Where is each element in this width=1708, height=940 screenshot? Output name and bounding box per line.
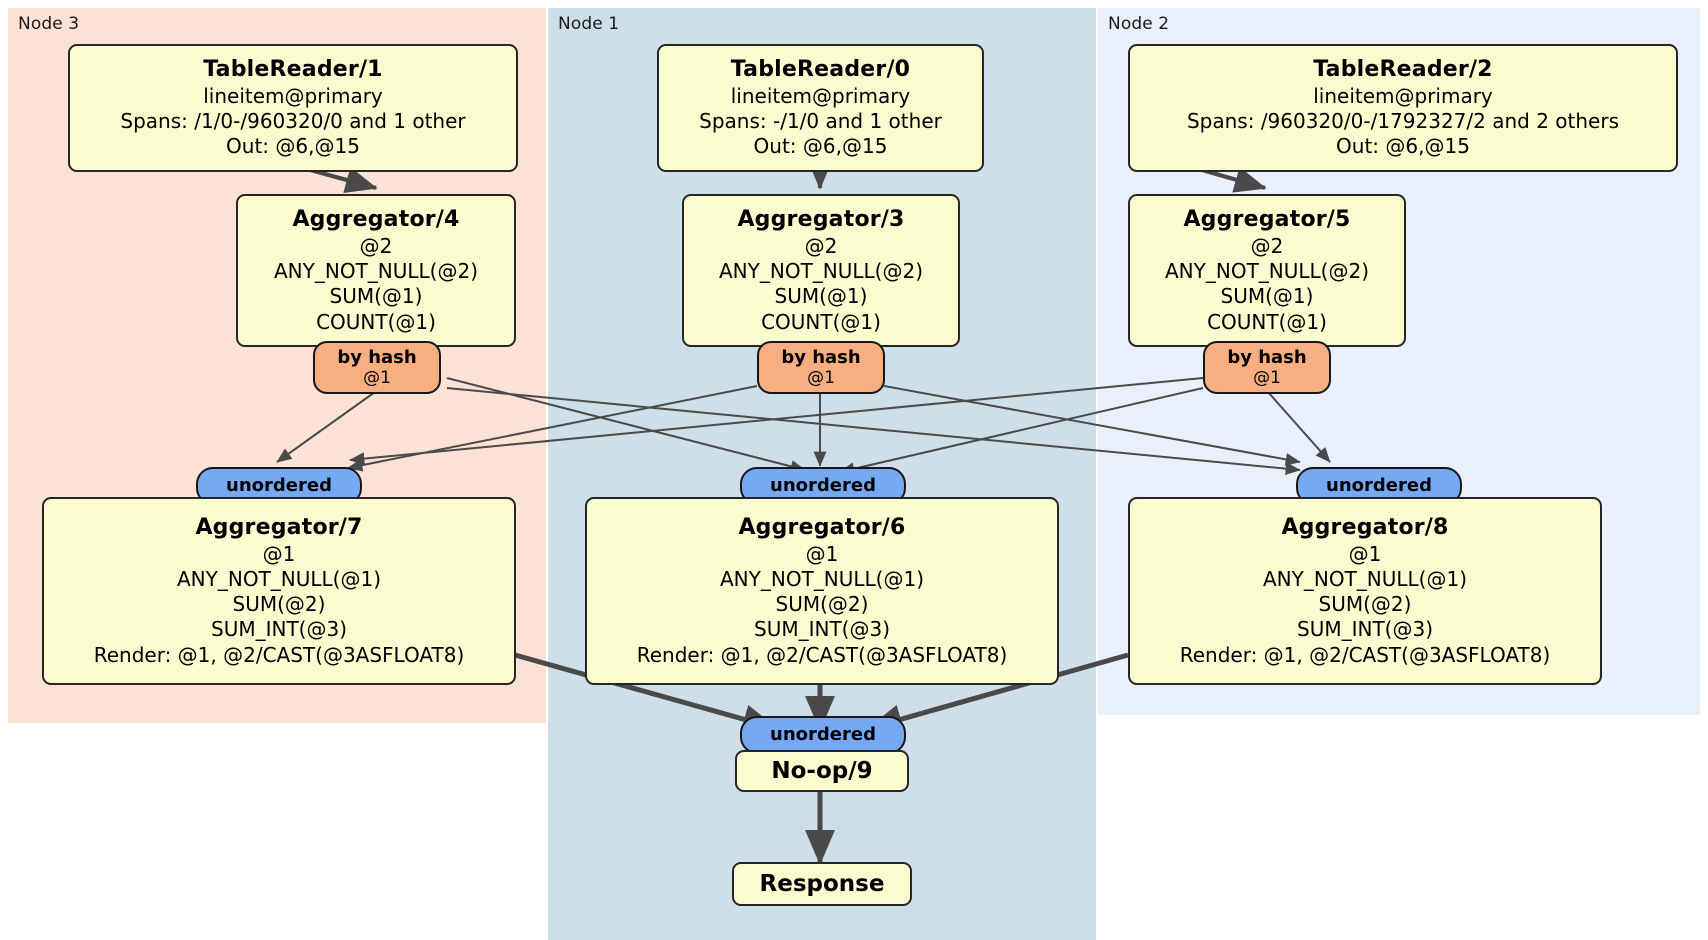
processor-detail: Out: @6,@15: [226, 134, 360, 159]
processor-detail: SUM(@1): [774, 284, 868, 309]
processor-title: Response: [759, 871, 885, 897]
processor-detail: COUNT(@1): [316, 309, 436, 334]
processor-title: No-op/9: [771, 758, 873, 784]
processor-detail: Render: @1, @2/CAST(@3ASFLOAT8): [93, 642, 465, 667]
processor-detail: SUM_INT(@3): [754, 617, 890, 642]
router-by-hash-center[interactable]: by hash @1: [757, 341, 885, 394]
processor-detail: SUM_INT(@3): [1297, 617, 1433, 642]
processor-detail: lineitem@primary: [203, 84, 383, 109]
processor-detail: SUM_INT(@3): [211, 617, 347, 642]
processor-no-op-9[interactable]: No-op/9: [735, 750, 909, 792]
router-type: by hash: [781, 346, 861, 368]
router-type: by hash: [1227, 346, 1307, 368]
processor-title: Aggregator/8: [1281, 515, 1449, 541]
processor-detail: ANY_NOT_NULL(@1): [720, 567, 924, 592]
processor-aggregator-8[interactable]: Aggregator/8 @1 ANY_NOT_NULL(@1) SUM(@2)…: [1128, 497, 1602, 685]
processor-aggregator-4[interactable]: Aggregator/4 @2 ANY_NOT_NULL(@2) SUM(@1)…: [236, 194, 516, 347]
processor-detail: @2: [359, 233, 393, 258]
processor-title: TableReader/2: [1313, 57, 1493, 83]
processor-title: Aggregator/5: [1183, 207, 1351, 233]
processor-aggregator-7[interactable]: Aggregator/7 @1 ANY_NOT_NULL(@1) SUM(@2)…: [42, 497, 516, 685]
synchronizer-unordered-final[interactable]: unordered: [740, 716, 906, 754]
processor-detail: SUM(@1): [329, 284, 423, 309]
processor-detail: @1: [262, 541, 296, 566]
processor-title: TableReader/0: [730, 57, 911, 83]
processor-detail: @2: [804, 233, 838, 258]
processor-detail: @2: [1250, 233, 1284, 258]
processor-detail: ANY_NOT_NULL(@2): [274, 259, 478, 284]
synchronizer-label: unordered: [1326, 475, 1432, 497]
processor-title: Aggregator/4: [292, 207, 460, 233]
processor-detail: COUNT(@1): [761, 309, 881, 334]
router-column: @1: [363, 368, 391, 389]
processor-detail: Spans: /960320/0-/1792327/2 and 2 others: [1186, 109, 1619, 134]
processor-detail: SUM(@1): [1220, 284, 1314, 309]
processor-aggregator-3[interactable]: Aggregator/3 @2 ANY_NOT_NULL(@2) SUM(@1)…: [682, 194, 960, 347]
synchronizer-label: unordered: [770, 724, 876, 746]
processor-title: Aggregator/6: [738, 515, 906, 541]
processor-detail: Out: @6,@15: [1336, 134, 1470, 159]
processor-aggregator-5[interactable]: Aggregator/5 @2 ANY_NOT_NULL(@2) SUM(@1)…: [1128, 194, 1406, 347]
processor-detail: SUM(@2): [775, 592, 869, 617]
router-by-hash-left[interactable]: by hash @1: [313, 341, 441, 394]
processor-title: Aggregator/7: [195, 515, 363, 541]
synchronizer-label: unordered: [770, 475, 876, 497]
processor-detail: Spans: /1/0-/960320/0 and 1 other: [120, 109, 466, 134]
processor-detail: SUM(@2): [1318, 592, 1412, 617]
processor-detail: @1: [805, 541, 839, 566]
synchronizer-label: unordered: [226, 475, 332, 497]
router-by-hash-right[interactable]: by hash @1: [1203, 341, 1331, 394]
processor-table-reader-1[interactable]: TableReader/1 lineitem@primary Spans: /1…: [68, 44, 518, 172]
router-column: @1: [807, 368, 835, 389]
node-panel-label: Node 1: [558, 14, 620, 34]
node-panel-label: Node 3: [18, 14, 80, 34]
processor-detail: lineitem@primary: [730, 84, 911, 109]
processor-detail: SUM(@2): [232, 592, 326, 617]
processor-aggregator-6[interactable]: Aggregator/6 @1 ANY_NOT_NULL(@1) SUM(@2)…: [585, 497, 1059, 685]
processor-title: Aggregator/3: [737, 207, 905, 233]
processor-detail: COUNT(@1): [1207, 309, 1327, 334]
node-panel-label: Node 2: [1108, 14, 1170, 34]
processor-detail: ANY_NOT_NULL(@1): [1263, 567, 1467, 592]
router-column: @1: [1253, 368, 1281, 389]
processor-detail: Render: @1, @2/CAST(@3ASFLOAT8): [1179, 642, 1551, 667]
processor-title: TableReader/1: [203, 57, 383, 83]
processor-response[interactable]: Response: [732, 862, 912, 906]
processor-detail: ANY_NOT_NULL(@2): [1165, 259, 1369, 284]
processor-detail: ANY_NOT_NULL(@2): [719, 259, 923, 284]
processor-detail: Render: @1, @2/CAST(@3ASFLOAT8): [636, 642, 1008, 667]
processor-detail: Spans: -/1/0 and 1 other: [699, 109, 942, 134]
processor-table-reader-0[interactable]: TableReader/0 lineitem@primary Spans: -/…: [657, 44, 984, 172]
processor-detail: Out: @6,@15: [753, 134, 888, 159]
processor-table-reader-2[interactable]: TableReader/2 lineitem@primary Spans: /9…: [1128, 44, 1678, 172]
processor-detail: ANY_NOT_NULL(@1): [177, 567, 381, 592]
processor-detail: @1: [1348, 541, 1382, 566]
processor-detail: lineitem@primary: [1313, 84, 1493, 109]
router-type: by hash: [337, 346, 417, 368]
